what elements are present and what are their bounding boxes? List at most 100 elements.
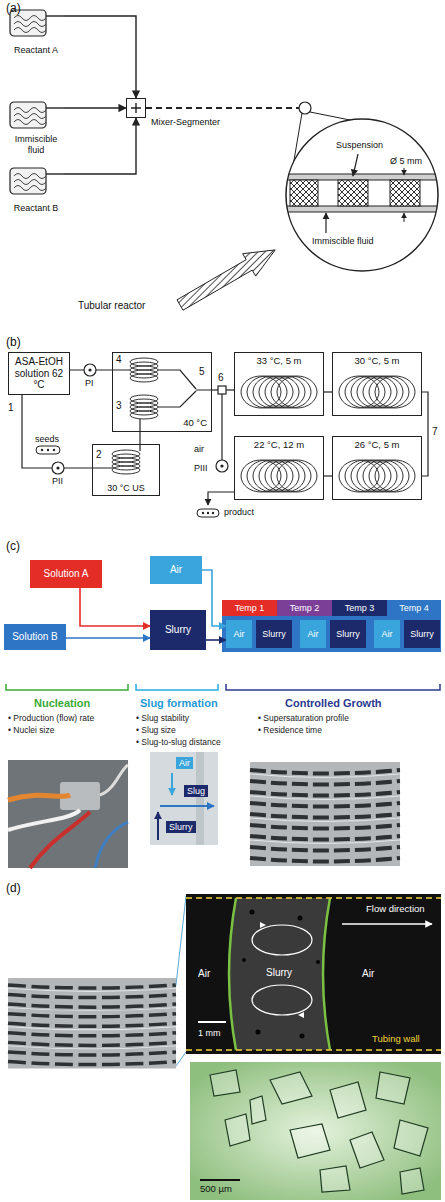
solution-box: Solution A — [30, 560, 102, 588]
growth-band — [222, 600, 441, 652]
zoom-line — [176, 896, 186, 1066]
slug-micrograph — [229, 898, 330, 1050]
pump-core — [56, 466, 59, 469]
slug-micrograph — [186, 894, 441, 1054]
node-text: 30 °C, 5 m — [355, 356, 400, 367]
node-text: Air — [234, 629, 245, 639]
tube-section — [390, 180, 420, 206]
callout-number: 4 — [116, 354, 122, 366]
product-dots — [202, 512, 214, 514]
seed-dots — [53, 449, 55, 451]
slug-photo — [171, 773, 173, 795]
node-text: Temp 2 — [290, 603, 320, 613]
tubing-photo — [8, 795, 70, 800]
slug-micrograph — [186, 898, 441, 1050]
temperature-zone: Temp 2 — [277, 600, 332, 616]
mixer-cross — [131, 103, 141, 113]
node-text: Air — [308, 629, 319, 639]
air-box: Air — [150, 556, 202, 584]
tubing-photo — [100, 765, 128, 795]
flow-connector — [422, 392, 428, 476]
image-label: Flow direction — [366, 904, 425, 915]
node-text: 30 °C US — [107, 483, 145, 493]
photo-tag: Air — [176, 757, 193, 769]
tube-section — [338, 180, 368, 206]
node-text: ASA-EtOH solution 62 °C — [11, 356, 67, 391]
panel-label: (c) — [6, 540, 20, 554]
slurry-segment: Slurry — [330, 620, 366, 648]
node-text: Slurry — [410, 629, 434, 639]
crystal-micrograph — [200, 1179, 240, 1181]
part-label: product — [224, 507, 254, 517]
dimension-tick — [404, 168, 405, 175]
product-dots — [212, 512, 214, 514]
stage-heading: Controlled Growth — [285, 697, 382, 710]
slug-micrograph — [342, 923, 432, 925]
tubing-photo — [8, 760, 128, 868]
air-segment: Air — [300, 620, 326, 648]
callout-number: 1 — [8, 402, 14, 414]
node-text: Temp 3 — [345, 603, 375, 613]
panel-label: (a) — [6, 2, 21, 16]
crystal-micrograph — [190, 1062, 441, 1200]
reactant-vessel: Reactant B — [8, 168, 64, 214]
slug-micrograph — [242, 910, 320, 1039]
dimension: Ø 5 mm — [390, 156, 422, 166]
slug-photo — [150, 752, 218, 845]
coil-symbol — [130, 395, 158, 419]
crystal-micrograph — [225, 1114, 250, 1146]
solution-tank: ASA-EtOH solution 62 °C — [8, 352, 70, 395]
slug-micrograph — [256, 1030, 261, 1035]
coil-photo — [8, 978, 176, 1068]
slug-micrograph — [260, 922, 304, 1018]
coil-stage: 26 °C, 5 m — [332, 436, 422, 500]
image-label: Slurry — [266, 967, 292, 979]
pump-symbol — [52, 462, 64, 474]
tube-section — [280, 118, 445, 278]
junction-symbol — [218, 386, 226, 394]
tube-section — [280, 118, 445, 278]
node-text: Immiscible fluid — [10, 134, 62, 155]
flow-connector — [64, 16, 136, 98]
crystal-micrograph — [290, 1124, 330, 1158]
flow-connector — [206, 639, 226, 641]
tubular-reactor-line — [146, 107, 299, 109]
node-text: 22 °C, 12 m — [254, 440, 304, 451]
image-label: Air — [362, 968, 374, 980]
mixing-box: 40 °C — [112, 352, 212, 432]
node-text: 26 °C, 5 m — [355, 440, 400, 451]
seeds-pill — [36, 446, 60, 454]
pump-label: PI — [85, 378, 94, 388]
node-text: Air — [382, 629, 393, 639]
flow-connector — [66, 637, 150, 639]
flow-connector — [64, 118, 136, 174]
bullet-note: • Production (flow) rate — [8, 714, 94, 724]
temperature-zone: Temp 1 — [222, 600, 277, 616]
callout-number: 6 — [218, 372, 224, 384]
part-label: Immiscible fluid — [312, 236, 374, 246]
part-label: Suspension — [336, 140, 383, 150]
air-segment: Air — [226, 620, 252, 648]
panel-b-art — [36, 358, 415, 517]
callout-number: 3 — [116, 400, 122, 412]
coil-symbol — [112, 450, 140, 474]
leader-arrow — [325, 213, 326, 233]
node-text: 33 °C, 5 m — [257, 356, 302, 367]
node-text: Reactant A — [14, 45, 58, 55]
zoom-spot — [299, 102, 311, 114]
slug-micrograph — [250, 910, 255, 915]
pump-core — [220, 464, 223, 467]
coil-stage: 22 °C, 12 m — [234, 436, 324, 500]
node-text: Solution A — [43, 568, 88, 580]
callout-number: 2 — [96, 449, 102, 461]
image-label: Air — [198, 968, 210, 980]
coil-symbol — [130, 358, 158, 382]
callout-number: 5 — [199, 366, 205, 378]
node-text: Temp 4 — [399, 603, 429, 613]
reactant-vessel — [10, 168, 64, 194]
outlet-line — [208, 492, 234, 505]
slug-micrograph — [298, 916, 303, 921]
photo-tag: Slug — [184, 785, 208, 797]
crystal-micrograph — [320, 1166, 350, 1192]
callout-number: 7 — [432, 426, 438, 438]
